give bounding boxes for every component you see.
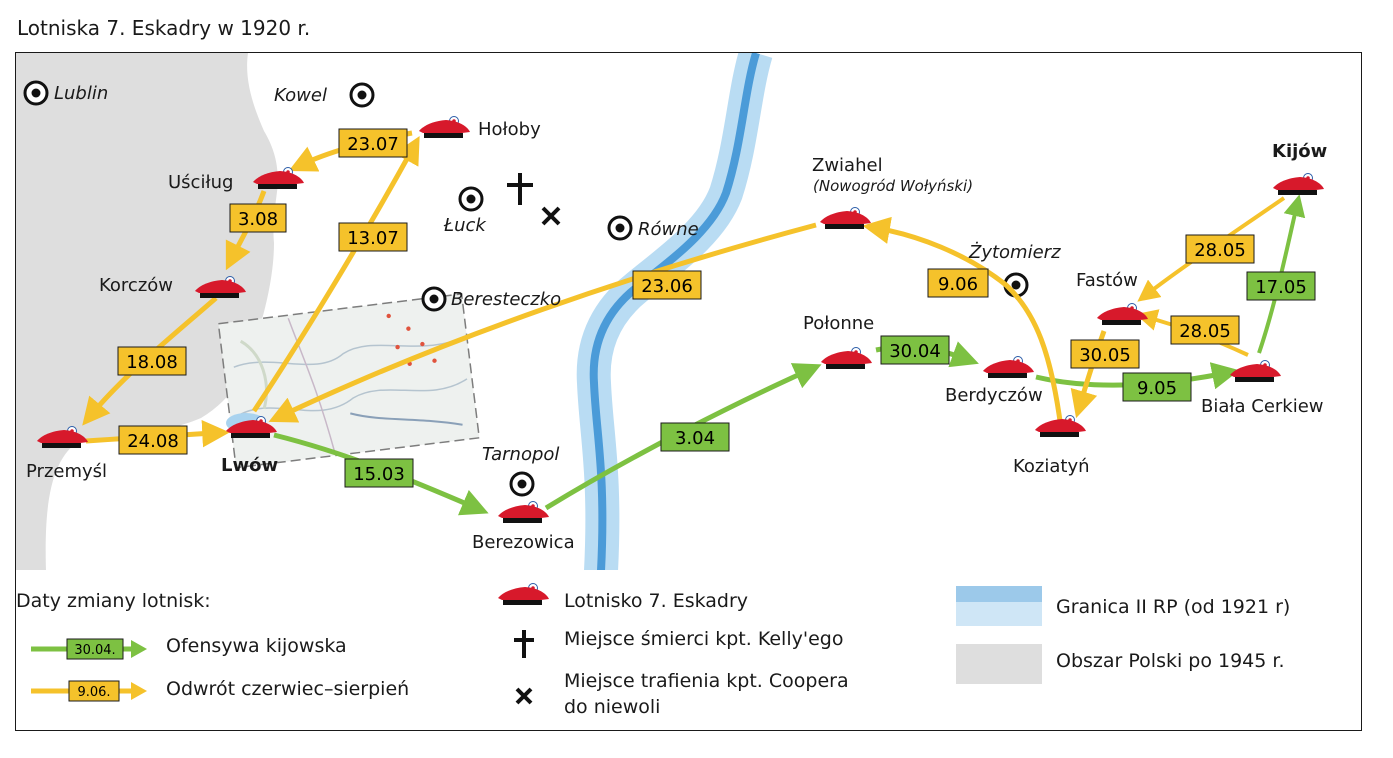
airfield-icon-zwiahel	[819, 207, 872, 230]
date-label-fastow-koziatyn: 30.05	[1070, 339, 1140, 369]
death-site-cross-icon	[507, 173, 533, 205]
svg-text:15.03: 15.03	[353, 464, 405, 485]
legend-capture-label-1: Miejsce trafienia kpt. Coopera	[564, 670, 849, 692]
date-label-berdyczow-biala: 9.05	[1122, 372, 1192, 402]
legend-border-swatch	[956, 586, 1042, 626]
legend-retreat-swatch: 9.06.	[31, 680, 147, 702]
date-label-kijow-fastow: 28.05	[1185, 234, 1255, 264]
legend-poland-label: Obszar Polski po 1945 r.	[1056, 650, 1285, 672]
label-holoby: Hołoby	[478, 119, 541, 140]
label-lwow: Lwów	[221, 455, 278, 476]
label-berezowica: Berezowica	[472, 532, 575, 553]
border-band	[576, 53, 773, 571]
airfield-icon-fastow	[1096, 303, 1149, 326]
date-label-biala-fastow: 28.05	[1170, 315, 1240, 345]
label-berdyczow: Berdyczów	[945, 385, 1043, 406]
date-label-lwow-holoby: 13.07	[338, 222, 408, 252]
date-label-zwiahel-lwow: 23.06	[632, 270, 702, 300]
svg-text:24.08: 24.08	[127, 431, 179, 452]
label-polonne: Połonne	[803, 313, 874, 334]
date-label-holoby-uscilug: 23.07	[338, 128, 408, 158]
airfield-icon-holoby	[418, 116, 471, 139]
legend: Daty zmiany lotnisk: 30.04. Ofensywa kij…	[15, 570, 1362, 731]
svg-text:28.05: 28.05	[1179, 321, 1231, 342]
legend-poland-swatch	[956, 644, 1042, 684]
label-rowne: Równe	[638, 219, 699, 240]
legend-border-label: Granica II RP (od 1921 r)	[1056, 596, 1291, 618]
svg-text:9.06: 9.06	[938, 274, 978, 295]
legend-offensive-label: Ofensywa kijowska	[166, 635, 347, 657]
legend-offensive-swatch: 30.04.	[31, 638, 147, 660]
label-luck: Łuck	[443, 215, 487, 236]
label-beresteczko: Beresteczko	[451, 289, 561, 310]
place-marker-kowel	[349, 82, 375, 108]
svg-text:23.07: 23.07	[347, 134, 399, 155]
legend-x-icon	[515, 687, 533, 705]
legend-retreat-label: Odwrót czerwiec–sierpień	[166, 678, 410, 700]
svg-text:9.05: 9.05	[1137, 378, 1177, 399]
legend-death-label: Miejsce śmierci kpt. Kelly'ego	[564, 628, 844, 650]
svg-text:9.06.: 9.06.	[77, 685, 110, 700]
label-uscilug: Uściług	[168, 172, 233, 193]
date-label-polonne-berdyczow: 30.04	[880, 335, 950, 365]
svg-text:13.07: 13.07	[347, 228, 399, 249]
legend-airfield-label: Lotnisko 7. Eskadry	[564, 590, 749, 612]
date-label-uscilug-korczow: 3.08	[229, 203, 287, 233]
route-lwow-holoby	[251, 135, 420, 413]
place-marker-rowne	[607, 215, 633, 241]
svg-text:28.05: 28.05	[1194, 240, 1246, 261]
label-korczow: Korczów	[99, 275, 173, 296]
label-zytomierz: Żytomierz	[968, 242, 1061, 263]
postwar-poland-area	[16, 53, 278, 571]
map-canvas: 15.03 3.04 30.04 9.05 17.05 28.05 28.05 …	[16, 53, 1327, 571]
date-label-biala-kijow: 17.05	[1246, 271, 1316, 301]
svg-text:18.08: 18.08	[126, 352, 178, 373]
place-marker-lublin	[23, 80, 49, 106]
date-label-berezowica-polonne: 3.04	[660, 422, 730, 452]
label-fastow: Fastów	[1076, 270, 1138, 291]
svg-text:30.04.: 30.04.	[74, 643, 115, 658]
label-przemysl: Przemyśl	[26, 461, 107, 482]
place-marker-tarnopol	[509, 471, 535, 497]
detail-map-inset	[217, 293, 481, 469]
capture-site-x-icon	[541, 206, 561, 226]
route-zwiahel-lwow	[268, 222, 817, 423]
airfield-icon-polonne	[820, 347, 873, 370]
page-title: Lotniska 7. Eskadry w 1920 r.	[17, 16, 311, 40]
place-marker-luck	[458, 186, 484, 212]
label-tarnopol: Tarnopol	[482, 444, 559, 465]
date-label-przemysl-lwow: 24.08	[118, 425, 188, 455]
svg-text:3.08: 3.08	[238, 209, 278, 230]
legend-airfield-icon	[497, 583, 550, 606]
label-zwiahel: Zwiahel	[812, 155, 883, 176]
airfield-icon-berezowica	[497, 501, 550, 524]
svg-text:30.05: 30.05	[1079, 345, 1131, 366]
svg-text:3.04: 3.04	[675, 428, 715, 449]
label-kijow: Kijów	[1272, 141, 1327, 162]
svg-text:30.04: 30.04	[889, 341, 941, 362]
date-label-koziatyn-zwiahel: 9.06	[927, 268, 989, 298]
date-label-korczow-przemysl: 18.08	[117, 346, 187, 376]
svg-text:23.06: 23.06	[641, 276, 693, 297]
legend-cross-icon	[514, 630, 534, 658]
airfield-icon-berdyczow	[982, 356, 1035, 379]
airfield-icon-biala-cerkiew	[1229, 360, 1282, 383]
label-koziatyn: Koziatyń	[1013, 456, 1090, 477]
map: 15.03 3.04 30.04 9.05 17.05 28.05 28.05 …	[15, 52, 1362, 572]
place-marker-beresteczko	[421, 286, 447, 312]
airfield-icon-kijow	[1272, 173, 1325, 196]
label-kowel: Kowel	[274, 85, 327, 106]
label-zwiahel-note: (Nowogród Wołyński)	[813, 177, 973, 195]
date-label-lwow-berezowica: 15.03	[344, 458, 414, 488]
route-koziatyn-zwiahel	[862, 216, 1064, 429]
label-biala-cerkiew: Biała Cerkiew	[1201, 396, 1324, 417]
legend-capture-label-2: do niewoli	[564, 696, 661, 718]
label-lublin: Lublin	[54, 83, 108, 104]
legend-heading: Daty zmiany lotnisk:	[16, 590, 211, 612]
svg-text:17.05: 17.05	[1255, 277, 1307, 298]
